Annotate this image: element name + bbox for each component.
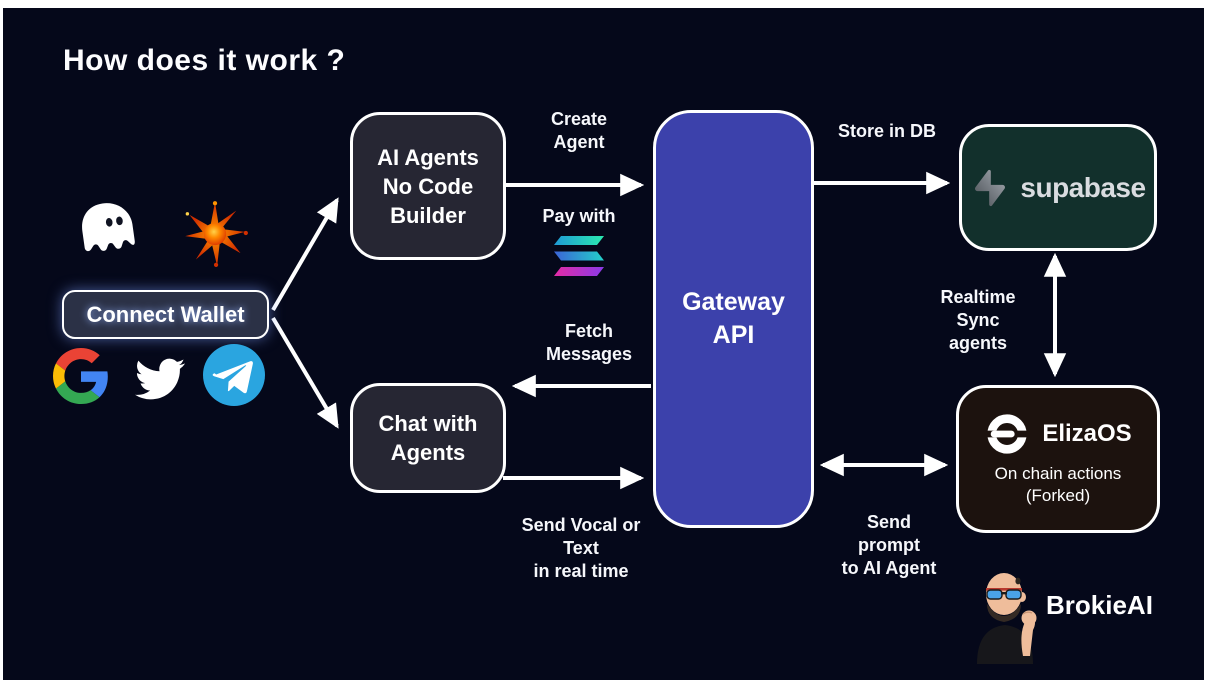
solflare-icon[interactable] (181, 200, 249, 268)
node-chat-with-agents-label: Chat with Agents (378, 411, 478, 465)
label-create-agent: Create Agent (550, 109, 608, 152)
brokieai-brand-label: BrokieAI (1046, 590, 1153, 620)
elizaos-subtitle: On chain actions (Forked) (994, 464, 1122, 505)
elizaos-header: ElizaOS (984, 411, 1132, 457)
elizaos-label: ElizaOS (1042, 420, 1132, 447)
label-realtime-sync: Realtime Sync agents (940, 287, 1016, 353)
brokieai-avatar (963, 564, 1047, 664)
phantom-icon[interactable] (73, 196, 139, 262)
node-elizaos: ElizaOS On chain actions (Forked) (956, 385, 1160, 533)
page-title: How does it work ? (63, 44, 346, 77)
node-chat-with-agents: Chat with Agents (350, 383, 506, 493)
twitter-icon[interactable] (131, 354, 189, 404)
label-send-prompt: Send prompt to AI Agent (841, 512, 937, 578)
telegram-icon[interactable] (203, 344, 265, 406)
supabase-logo-icon (970, 168, 1010, 208)
connect-wallet-label: Connect Wallet (86, 301, 245, 327)
node-ai-agents-builder: AI Agents No Code Builder (350, 112, 506, 260)
arrow-connect-to-chat (271, 316, 339, 429)
slide-background: How does it work ? (3, 8, 1204, 680)
node-ai-agents-builder-label: AI Agents No Code Builder (377, 144, 479, 228)
node-gateway-api: Gateway API (653, 110, 814, 528)
solana-icon (554, 234, 604, 278)
node-gateway-api-label: Gateway API (682, 288, 785, 349)
label-pay-with: Pay with (542, 206, 616, 226)
connect-wallet-button[interactable]: Connect Wallet (62, 290, 269, 339)
label-send-vocal: Send Vocal or Text in real time (521, 515, 641, 581)
label-fetch-messages: Fetch Messages (545, 321, 633, 364)
elizaos-logo-icon (984, 411, 1031, 457)
label-store-in-db: Store in DB (837, 121, 937, 141)
google-icon[interactable] (53, 348, 109, 404)
arrow-connect-to-builder (271, 197, 339, 312)
supabase-label: supabase (1020, 171, 1146, 203)
node-supabase: supabase (959, 124, 1157, 251)
